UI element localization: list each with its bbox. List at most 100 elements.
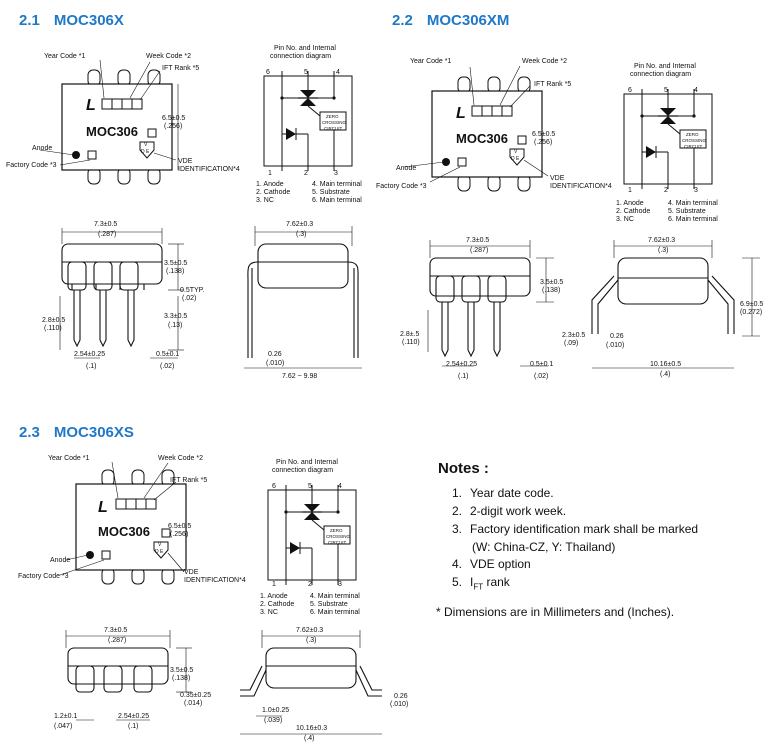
dim-lead-t-in: (.010) xyxy=(390,701,408,708)
dim-seat-in: (.110) xyxy=(44,325,62,332)
note-item: 4.VDE option xyxy=(451,557,531,571)
vde-label: VDE xyxy=(178,158,193,165)
top-view-2-1 xyxy=(39,59,179,185)
notes-heading: Notes : xyxy=(438,460,489,477)
note-item: 1.Year date code. xyxy=(451,486,554,500)
dim-lead-t-in: (.010) xyxy=(606,342,624,349)
anode-label: Anode xyxy=(396,165,416,172)
legend-anode: 1. Anode xyxy=(256,181,284,188)
zc-2: CROSSING xyxy=(326,534,351,539)
dim-body-width-in: (.287) xyxy=(108,637,126,644)
dim-lead-t: 0.26 xyxy=(394,693,408,700)
dim-row-space-in: (.3) xyxy=(296,231,307,238)
legend-main-4: 4. Main terminal xyxy=(668,200,718,207)
dim-body-width: 7.3±0.5 xyxy=(94,221,117,228)
week-code-label: Week Code *2 xyxy=(522,58,567,65)
labels-2-3: Year Code *1 Week Code *2 IFT Rank *5 L … xyxy=(18,455,408,742)
notes-panel: Notes : 1.Year date code. 2.2-digit work… xyxy=(436,460,766,619)
zc-3: CIRCUIT xyxy=(328,540,346,545)
dim-pitch-in: (.1) xyxy=(128,723,139,730)
width-dim-in: (.256) xyxy=(164,123,182,130)
year-code-label: Year Code *1 xyxy=(48,455,89,462)
note-item-sub: (W: China-CZ, Y: Thailand) xyxy=(472,540,616,554)
vde-id-label: IDENTIFICATION*4 xyxy=(178,166,240,173)
dim-standoff: 0.5TYP. xyxy=(180,287,204,294)
week-code-label: Week Code *2 xyxy=(158,455,203,462)
pin-title-1: Pin No. and Internal xyxy=(276,459,338,466)
dim-span-in: (.4) xyxy=(660,371,671,378)
notes-footer: * Dimensions are in Millimeters and (Inc… xyxy=(436,605,675,620)
side-view-2-1 xyxy=(59,228,184,359)
dim-span-in: (.4) xyxy=(304,735,315,742)
labels-2-2: Year Code *1 Week Code *2 IFT Rank *5 L … xyxy=(376,58,763,380)
vde-label: VDE xyxy=(550,175,565,182)
pin-3: 3 xyxy=(334,170,338,177)
dim-overall-h: 6.9±0.5 xyxy=(740,301,763,308)
legend-anode: 1. Anode xyxy=(260,593,288,600)
dim-span: 10.16±0.3 xyxy=(296,725,327,732)
dim-foot-in: (.047) xyxy=(54,723,72,730)
ift-rank-label: IFT Rank *5 xyxy=(534,81,571,88)
end-view-2-2 xyxy=(591,240,760,369)
pin-2: 2 xyxy=(664,187,668,194)
pin-1: 1 xyxy=(628,187,632,194)
dim-body-width: 7.3±0.5 xyxy=(104,627,127,634)
pin-4: 4 xyxy=(694,87,698,94)
brand-mark: L xyxy=(98,499,108,516)
vde-id-label: IDENTIFICATION*4 xyxy=(550,183,612,190)
vde-logo-de: D E xyxy=(511,156,520,162)
factory-code-label: Factory Code *3 xyxy=(376,183,427,190)
dim-lead-t: 0.26 xyxy=(610,333,624,340)
pin-title-2: connection diagram xyxy=(630,71,691,78)
dim-lead-len: 3.3±0.5 xyxy=(164,313,187,320)
factory-code-label: Factory Code *3 xyxy=(18,573,69,580)
part-marking: MOC306 xyxy=(86,124,138,139)
zc-2: CROSSING xyxy=(682,138,707,143)
year-code-label: Year Code *1 xyxy=(44,53,85,60)
dim-lead-w-in: (.02) xyxy=(160,363,174,370)
legend-substrate: 5. Substrate xyxy=(312,189,350,196)
pin-1: 1 xyxy=(272,581,276,588)
dim-body-width-in: (.287) xyxy=(470,247,488,254)
dim-lead-w: 0.5±0.1 xyxy=(530,361,553,368)
vde-label: VDE xyxy=(184,569,199,576)
zc-1: ZERO xyxy=(330,528,343,533)
dim-height: 3.5±0.5 xyxy=(164,260,187,267)
legend-nc: 3. NC xyxy=(260,609,278,616)
pin-5: 5 xyxy=(308,483,312,490)
legend-cathode: 2. Cathode xyxy=(616,208,650,215)
dim-lead-t: 0.26 xyxy=(268,351,282,358)
pin-title-2: connection diagram xyxy=(272,467,333,474)
anode-label: Anode xyxy=(50,557,70,564)
side-view-2-2 xyxy=(427,240,554,367)
dim-height-in: (.138) xyxy=(166,268,184,275)
dim-pitch: 2.54±0.25 xyxy=(118,713,149,720)
width-dim-in: (.256) xyxy=(170,531,188,538)
dim-seat-in: (.110) xyxy=(402,339,420,346)
top-view-2-3 xyxy=(59,461,187,585)
section-number: 2.2 xyxy=(392,12,413,29)
zc-1: ZERO xyxy=(326,114,339,119)
dim-standoff: 2.3±0.5 xyxy=(562,332,585,339)
vde-id-label: IDENTIFICATION*4 xyxy=(184,577,246,584)
ift-rank-label: IFT Rank *5 xyxy=(170,477,207,484)
dim-pitch: 2.54±0.25 xyxy=(446,361,477,368)
width-dim-in: (.256) xyxy=(534,139,552,146)
dim-standoff-in: (.09) xyxy=(564,340,578,347)
legend-main-6: 6. Main terminal xyxy=(310,609,360,616)
width-dim: 6.5±0.5 xyxy=(532,131,555,138)
part-marking: MOC306 xyxy=(456,131,508,146)
legend-cathode: 2. Cathode xyxy=(256,189,290,196)
dim-standoff-in: (.02) xyxy=(182,295,196,302)
dim-row-space-in: (.3) xyxy=(306,637,317,644)
legend-main-4: 4. Main terminal xyxy=(312,181,362,188)
notes-list: 1.Year date code. 2.2-digit work week. 3… xyxy=(436,485,766,538)
pin-title-2: connection diagram xyxy=(270,53,331,60)
dim-seat: 2.8±.5 xyxy=(400,331,420,338)
dim-lead-w: 0.5±0.1 xyxy=(156,351,179,358)
dim-lead-w-in: (.02) xyxy=(534,373,548,380)
legend-substrate: 5. Substrate xyxy=(668,208,706,215)
